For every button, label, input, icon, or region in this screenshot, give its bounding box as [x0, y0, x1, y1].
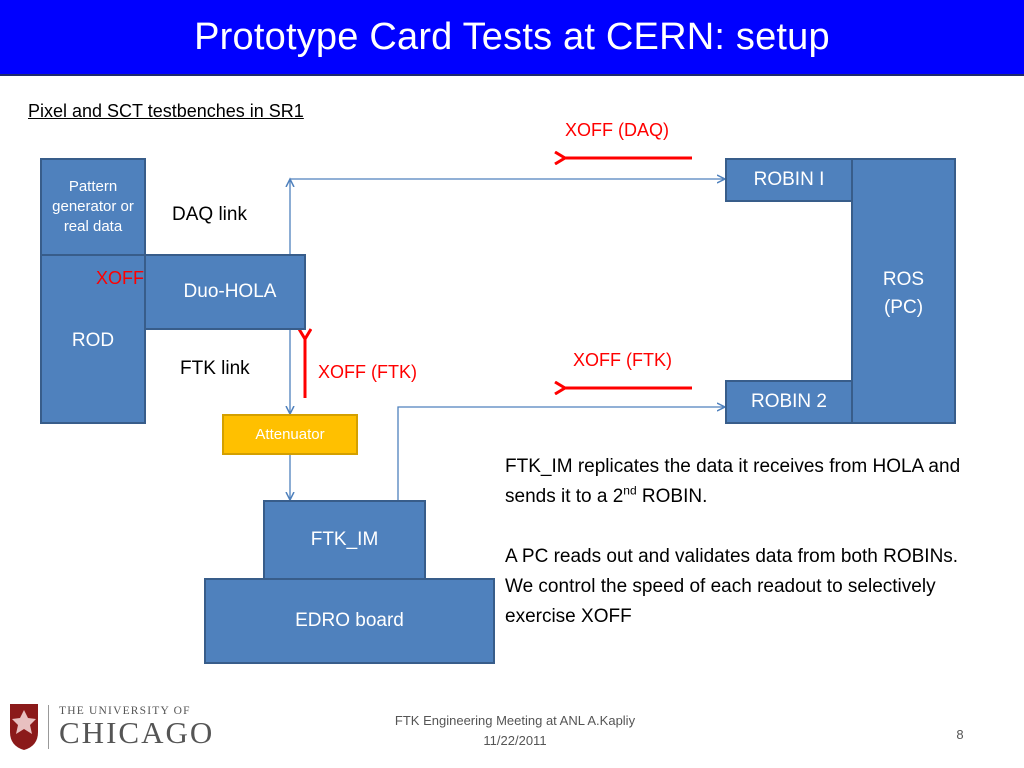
- pattern-generator-label: Pattern generator or real data: [52, 178, 134, 235]
- logo-top-text: THE UNIVERSITY OF: [59, 705, 191, 717]
- robin-1-box: ROBIN I: [725, 158, 853, 202]
- logo-main-text: CHICAGO: [59, 715, 215, 750]
- notes-paragraph-2: A PC reads out and validates data from b…: [505, 546, 959, 627]
- xoff-rod-label: XOFF: [96, 268, 144, 288]
- robin-2-box: ROBIN 2: [725, 380, 853, 424]
- ros-label: ROS: [882, 269, 925, 290]
- footer-meeting: FTK Engineering Meeting at ANL A.Kapliy …: [350, 711, 680, 751]
- university-logo: THE UNIVERSITY OF CHICAGO: [8, 698, 233, 756]
- ftk-im-label: FTK_IM: [310, 529, 379, 550]
- footer-line-1: FTK Engineering Meeting at ANL A.Kapliy: [394, 713, 636, 728]
- pattern-generator-box: Pattern generator or real data: [40, 158, 146, 256]
- notes-paragraph-1: FTK_IM replicates the data it receives f…: [505, 456, 961, 507]
- rod-box: ROD: [40, 254, 146, 424]
- phoenix-crest-icon: [10, 704, 38, 750]
- page-number: 8: [956, 727, 964, 742]
- attenuator-label: Attenuator: [255, 426, 325, 443]
- robin-1-label: ROBIN I: [753, 169, 825, 190]
- ftk-im-box: FTK_IM: [263, 500, 426, 580]
- edro-board-box: EDRO board: [204, 578, 495, 664]
- robin-2-label: ROBIN 2: [750, 391, 828, 412]
- ros-pc-label: (PC): [883, 297, 924, 318]
- xoff-daq-label: XOFF (DAQ): [565, 120, 669, 140]
- title-bar: Prototype Card Tests at CERN: setup: [0, 0, 1024, 76]
- attenuator-box: Attenuator: [222, 414, 358, 455]
- ftk-link-label: FTK link: [180, 358, 250, 379]
- rod-label: ROD: [71, 330, 115, 351]
- duo-hola-label: Duo-HOLA: [183, 281, 277, 302]
- footer-line-2: 11/22/2011: [483, 733, 547, 748]
- daq-link-label: DAQ link: [172, 204, 247, 225]
- ros-pc-box: ROS (PC): [851, 158, 956, 424]
- xoff-ftk-right-label: XOFF (FTK): [573, 350, 672, 370]
- slide-title: Prototype Card Tests at CERN: setup: [194, 15, 830, 58]
- notes-block: FTK_IM replicates the data it receives f…: [505, 452, 975, 632]
- edro-board-label: EDRO board: [295, 610, 404, 631]
- slide-subtitle: Pixel and SCT testbenches in SR1: [28, 101, 304, 121]
- xoff-ftk-left-label: XOFF (FTK): [318, 362, 417, 382]
- duo-hola-box: Duo-HOLA: [144, 254, 306, 330]
